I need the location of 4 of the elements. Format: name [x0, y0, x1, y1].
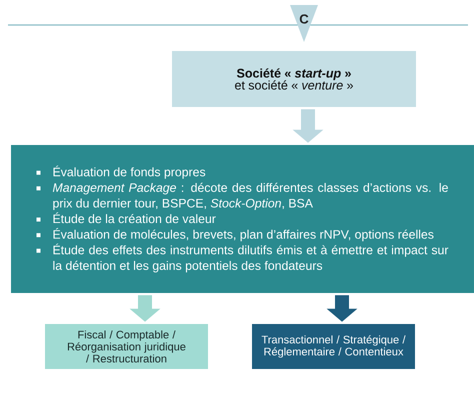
- category-box: Transactionnel / Stratégique / Réglementaire / Contentieux: [252, 324, 415, 369]
- category-box: Société « start-up » et société « venture »: [172, 51, 416, 107]
- category-box: Fiscal / Comptable / Réorganisation juridique / Restructuration: [45, 324, 208, 369]
- bullet-list-box: Évaluation de fonds propres Management Package : décote des différentes classes d’actions vs. le prix du dernier tour, BSPCE, Stock-Option, BSA Étude de la création de valeur Évaluation de molécules, brevets, plan d’affaires rNPV, options réelles Étude des effets des instruments dilutifs émis et à émettre et impact sur la détention et les gains potentiels des fondateurs: [11, 145, 474, 293]
